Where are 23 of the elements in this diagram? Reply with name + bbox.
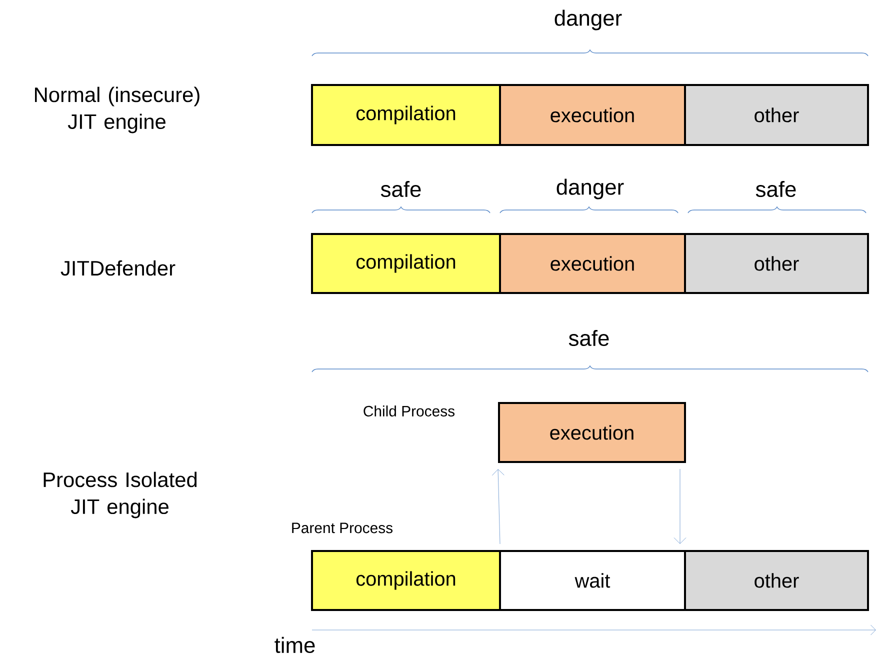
axis-label: time xyxy=(274,636,315,654)
brace-label: safe xyxy=(568,330,609,346)
process-box: other xyxy=(684,233,869,294)
process-box: other xyxy=(684,550,869,611)
process-box: compilation xyxy=(311,550,501,611)
brace-label: safe xyxy=(380,180,421,198)
process-label: Child Process xyxy=(364,406,455,416)
process-box: execution xyxy=(499,84,686,146)
process-box: compilation xyxy=(311,84,501,146)
process-box: other xyxy=(684,84,869,146)
process-box: compilation xyxy=(311,233,501,294)
process-label: Parent Process xyxy=(292,522,393,534)
arrow xyxy=(492,469,504,544)
row-label: Normal (insecure) JIT engine xyxy=(35,86,200,134)
process-box: wait xyxy=(499,550,686,611)
brace-label: danger xyxy=(556,178,624,200)
process-box: execution xyxy=(498,402,686,463)
process-box: execution xyxy=(499,233,686,294)
row-label: Process Isolated JIT engine xyxy=(44,472,197,518)
row-label: JITDefender xyxy=(60,260,176,276)
brace-label: safe xyxy=(756,180,796,198)
arrow xyxy=(674,468,686,544)
brace-label: danger xyxy=(554,10,622,30)
